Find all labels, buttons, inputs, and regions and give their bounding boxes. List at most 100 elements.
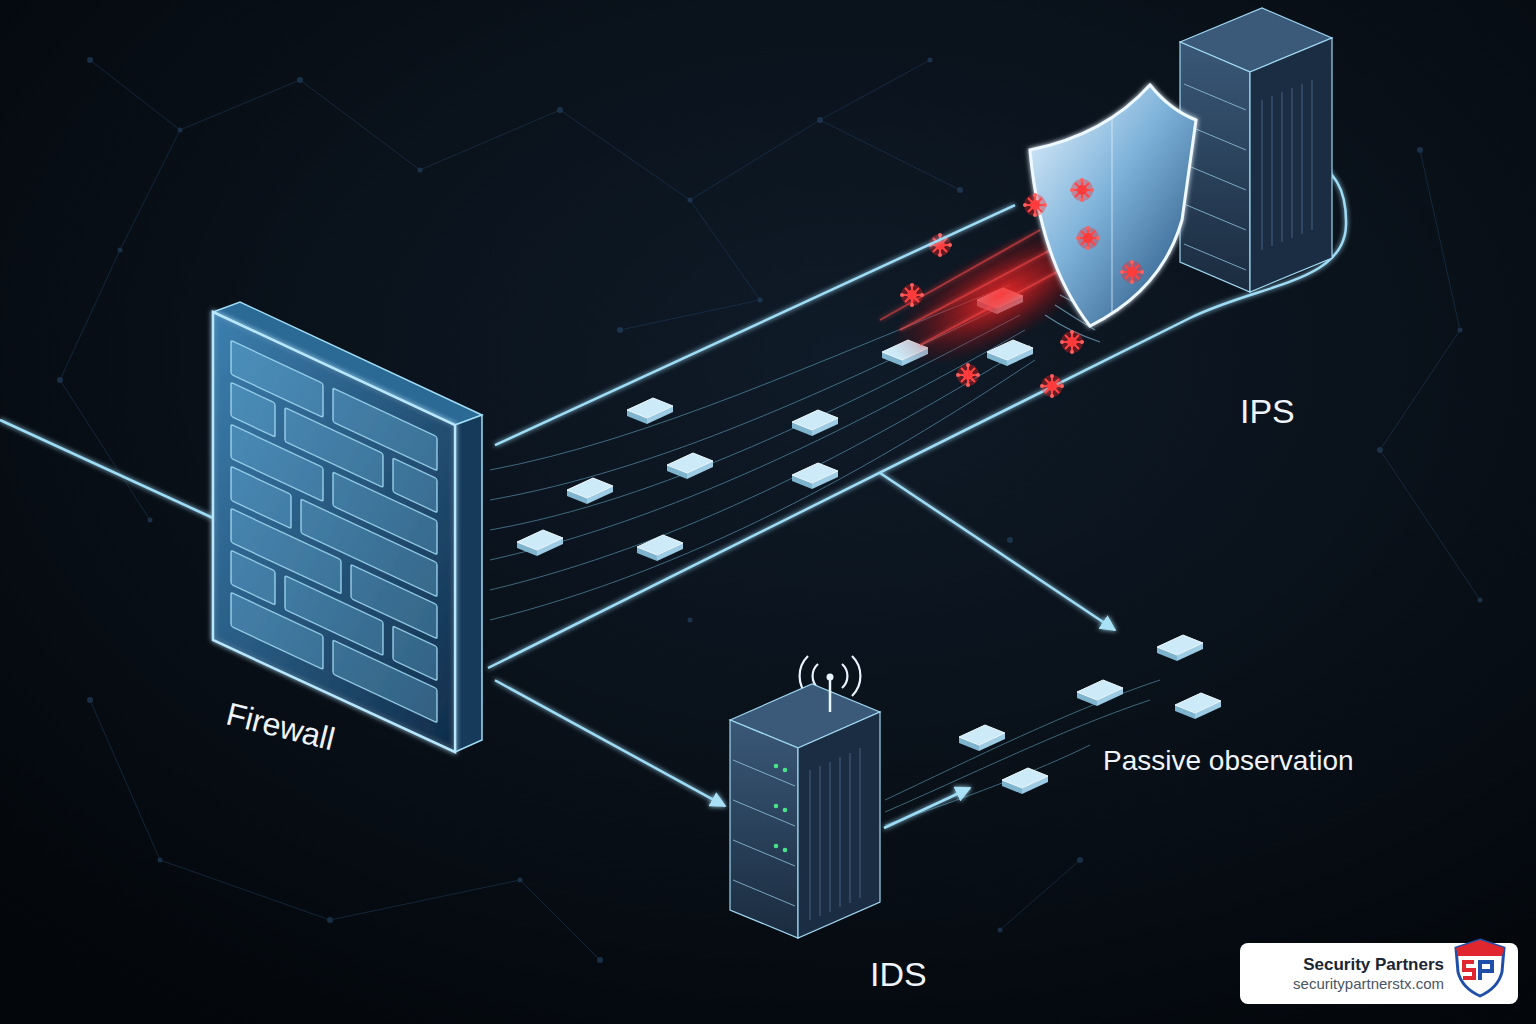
network-constellation: [688, 198, 693, 203]
ips-shield: [1111, 118, 1113, 312]
malware-threat: [1076, 226, 1100, 250]
ids-server: [827, 674, 834, 681]
observed-packets: [959, 725, 1005, 751]
threat-glow: [880, 230, 1070, 345]
malware-threat: [900, 178, 1144, 398]
ids-server: [798, 712, 880, 938]
network-constellation: [1377, 447, 1383, 453]
network-constellation: [998, 928, 1003, 933]
data-packets: [637, 535, 683, 561]
network-constellation: [418, 168, 423, 173]
ids-server: [783, 808, 788, 813]
firewall-wall: [333, 640, 437, 723]
observed-packets: [1157, 635, 1203, 661]
ids-server: [730, 656, 880, 938]
observed-packets: [1002, 768, 1048, 794]
network-constellation: [1007, 537, 1013, 543]
data-packets: [627, 398, 673, 424]
network-constellation: [617, 327, 623, 333]
network-constellation: [158, 858, 163, 863]
data-packets: [792, 463, 838, 489]
network-constellation: [1077, 857, 1083, 863]
traffic-pipe: [490, 330, 1025, 560]
malware-threat: [1040, 374, 1064, 398]
network-constellation: [297, 77, 303, 83]
node-label: IPS: [1240, 392, 1295, 431]
ids-server: [810, 748, 860, 920]
firewall-node: Firewall: [205, 300, 495, 770]
firewall-wall: [213, 312, 455, 752]
ids-server: [774, 764, 788, 853]
observed-packets: [1077, 680, 1123, 706]
ips-server: [1262, 80, 1312, 250]
network-constellation: [1478, 598, 1483, 603]
network-constellation: [1458, 328, 1463, 333]
mirror-arrows: [885, 680, 1160, 800]
network-constellation: [928, 58, 933, 63]
network-constellation: [1417, 147, 1423, 153]
network-constellation: [87, 697, 93, 703]
annotation-label: Passive observation: [1103, 745, 1354, 777]
ids-server: [783, 848, 788, 853]
ids-server: [774, 844, 779, 849]
ids-server: [774, 764, 779, 769]
data-packets: [517, 530, 563, 556]
ids-node: IDS: [725, 650, 940, 1000]
firewall-wall: [231, 340, 437, 722]
malware-threat: [900, 283, 924, 307]
network-constellation: [688, 618, 693, 623]
mirror-arrows: [880, 473, 1115, 630]
firewall-wall: [213, 302, 482, 752]
network-constellation: [327, 917, 333, 923]
ids-server: [774, 804, 779, 809]
observed-packets: [1175, 693, 1221, 719]
network-constellation: [148, 518, 153, 523]
ids-server: [783, 768, 788, 773]
data-packets: [667, 453, 713, 479]
malware-threat: [1023, 193, 1047, 217]
connectors: [495, 205, 1015, 806]
brand-name: Security Partners: [1256, 955, 1444, 975]
brand-url: securitypartnerstx.com: [1256, 975, 1444, 992]
data-packets: [567, 478, 613, 504]
malware-threat: [1060, 330, 1084, 354]
ips-shield: [1030, 85, 1196, 342]
malware-threat: [956, 363, 980, 387]
network-constellation: [957, 187, 963, 193]
flow-arrow: [495, 680, 725, 806]
firewall-wall: [231, 592, 323, 669]
network-constellation: [518, 878, 523, 883]
malware-threat: [1070, 178, 1094, 202]
network-constellation: [597, 957, 603, 963]
mirror-arrows: [885, 745, 1090, 825]
network-constellation: [87, 57, 93, 63]
network-constellation: [758, 298, 763, 303]
data-packets: [792, 410, 838, 436]
label-anchor: Passive observation: [1103, 745, 1354, 777]
network-constellation: [557, 107, 563, 113]
ips-server: [1180, 8, 1332, 292]
network-constellation: [57, 377, 63, 383]
ips-server: [1184, 84, 1246, 270]
brand-badge: Security Partnerssecuritypartnerstx.com: [1240, 943, 1518, 1004]
ids-server: [733, 760, 795, 906]
network-constellation: [118, 248, 123, 253]
network-constellation: [178, 128, 183, 133]
traffic-pipe: [490, 360, 1035, 620]
ids-server: [730, 720, 798, 938]
ips-node: IPS: [1015, 70, 1345, 440]
incoming-line: [0, 420, 213, 518]
ips-server: [1250, 38, 1332, 292]
node-label: IDS: [870, 955, 927, 994]
firewall-wall: [455, 415, 482, 752]
ips-shield: [1030, 85, 1196, 326]
malware-threat: [1120, 260, 1144, 284]
traffic-pipe-line: [495, 205, 1015, 445]
traffic-pipe: [490, 345, 1030, 590]
network-constellation: [817, 117, 823, 123]
ids-server: [829, 680, 832, 712]
